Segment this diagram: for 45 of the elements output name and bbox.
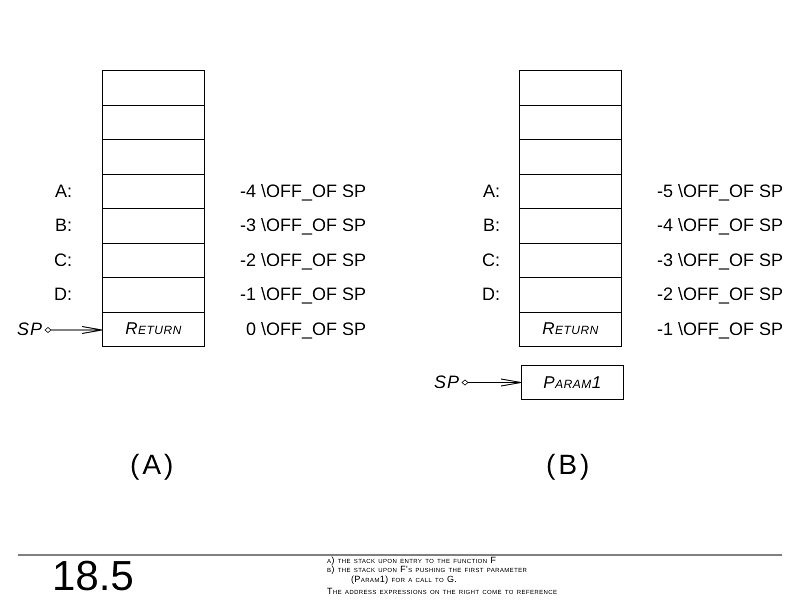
row-label: A: [483,182,500,202]
stack-cell [102,242,205,278]
figure-number: 18.5 [52,553,134,600]
stack-cell [102,208,205,244]
stack-cell [519,174,622,209]
stack-cell [519,139,622,174]
stack-cell [519,242,622,278]
address-expression: -2 \OFF_OF SP [240,251,366,271]
panel-label: (B) [546,450,592,480]
address-expression: 0 \OFF_OF SP [246,320,366,340]
pointer-arrow [44,326,102,334]
stack-cell: Return [519,312,622,347]
panel-label: (A) [130,450,176,480]
row-label: B: [55,216,72,236]
row-label: D: [54,285,72,305]
stack-cell [102,104,205,140]
address-expression: -1 \OFF_OF SP [240,285,366,305]
caption-text: b) the stack upon F's pushing the first parameter (Param1) for a call to G. [327,565,528,585]
row-label: C: [482,251,500,271]
pointer-label: SP [434,373,460,393]
stack-cell: Return [102,312,205,347]
row-label: D: [482,285,500,305]
stack-cell: Param1 [521,365,624,400]
stack-cell [102,139,205,174]
address-expression: -4 \OFF_OF SP [240,182,366,202]
row-label: C: [54,251,72,271]
address-expression: -3 \OFF_OF SP [657,251,784,271]
row-label: A: [55,182,72,202]
pointer-arrow [462,378,522,386]
stack-cell [102,277,205,312]
address-expression: -5 \OFF_OF SP [657,182,784,202]
caption-text: a) the stack upon entry to the function F [327,556,496,566]
row-label: B: [483,216,500,236]
stack-cell [102,70,205,106]
stack-cell [519,104,622,140]
address-expression: -4 \OFF_OF SP [657,216,784,236]
stack-cell [519,70,622,106]
caption-text: The address expressions on the right come to reference [327,587,558,597]
address-expression: -3 \OFF_OF SP [240,216,366,236]
stack-cell [519,208,622,244]
stack-cell [519,277,622,312]
pointer-label: SP [17,320,44,340]
address-expression: -2 \OFF_OF SP [657,285,784,305]
stack-cell [102,174,205,209]
address-expression: -1 \OFF_OF SP [657,320,784,340]
